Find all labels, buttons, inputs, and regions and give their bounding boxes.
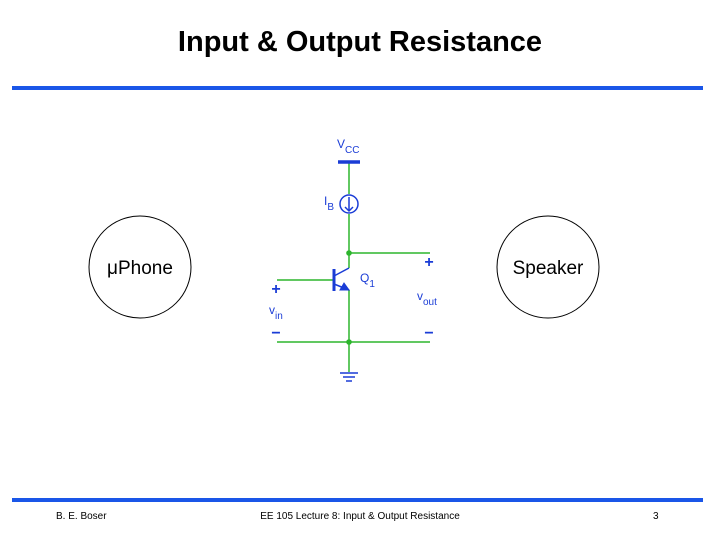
vin-plus: +: [271, 281, 280, 298]
microphone-label: μPhone: [107, 258, 173, 279]
q1-label: Q1: [360, 271, 375, 290]
wires: [277, 162, 430, 372]
ground-icon: [340, 372, 358, 382]
labels: VCC IB Q1 + vin − + vout −: [269, 137, 437, 342]
speaker-label: Speaker: [513, 258, 584, 279]
vin-label: vin: [269, 303, 283, 322]
vin-minus: −: [271, 325, 280, 342]
slide-title: Input & Output Resistance: [177, 26, 543, 58]
components: [332, 160, 360, 382]
microphone-block: μPhone: [88, 215, 192, 319]
title-divider: [12, 86, 703, 90]
vout-plus: +: [424, 254, 433, 271]
footer-author: B. E. Boser: [56, 511, 107, 522]
speaker-block: Speaker: [496, 215, 600, 319]
vout-minus: −: [424, 325, 433, 342]
footer-course: EE 105 Lecture 8: Input & Output Resista…: [260, 511, 460, 522]
ib-label: IB: [324, 194, 334, 213]
current-source-icon: [339, 194, 359, 214]
npn-transistor-icon: [332, 267, 350, 291]
vout-label: vout: [417, 289, 437, 308]
footer-divider: [12, 498, 703, 502]
vcc-label: VCC: [337, 137, 359, 156]
footer-page-number: 3: [653, 511, 659, 522]
ground-node: [346, 339, 352, 345]
output-node: [346, 250, 352, 256]
